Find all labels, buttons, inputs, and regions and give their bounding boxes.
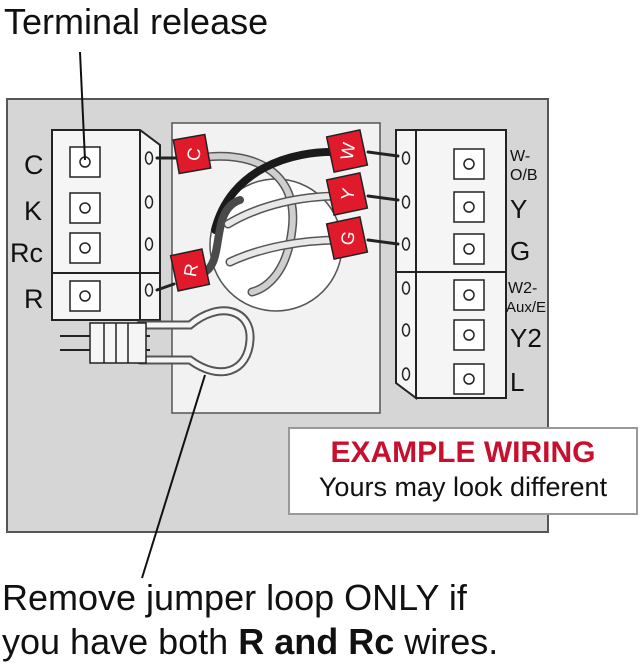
- terminal-screw-l[interactable]: [453, 363, 485, 395]
- terminal-label-k: K: [24, 196, 42, 226]
- terminal-label-ob: O/B: [510, 167, 538, 184]
- example-wiring-subtitle: Yours may look different: [318, 472, 608, 502]
- jumper-instruction-line2: you have both R and Rc wires.: [2, 620, 498, 664]
- wire-tag-r: R: [169, 248, 211, 292]
- terminal-label-r: R: [24, 284, 44, 314]
- jumper-instruction-line1: Remove jumper loop ONLY if: [2, 577, 467, 618]
- wire-tag-w: W: [325, 128, 369, 174]
- terminal-screw-y[interactable]: [453, 191, 485, 223]
- terminal-screw-k[interactable]: [69, 192, 101, 224]
- wire-r: [201, 196, 244, 276]
- left-terminal-block: [51, 129, 161, 321]
- wires: [155, 147, 400, 297]
- right-terminal-block: [395, 129, 507, 400]
- jumper-instruction-bold: R and Rc: [238, 621, 395, 662]
- wire-tag-g: G: [325, 215, 369, 261]
- terminal-label-w2: W2-: [508, 280, 537, 297]
- wire-tag-y-label: Y: [337, 187, 359, 202]
- jumper-leader: [141, 374, 206, 579]
- jumper-instruction-post: wires.: [394, 621, 499, 662]
- wire-c-core: [197, 153, 296, 295]
- terminal-screw-g[interactable]: [453, 233, 485, 265]
- wire-tag-r-label: R: [180, 262, 202, 278]
- wire-tag-c: C: [172, 133, 212, 175]
- jumper-instruction-pre: you have both: [2, 621, 239, 662]
- terminal-label-aux-e: Aux/E: [506, 299, 546, 316]
- terminal-screw-w2-aux[interactable]: [453, 279, 485, 311]
- terminal-label-g: G: [510, 236, 530, 266]
- terminal-label-l: L: [510, 367, 524, 397]
- terminal-label-rc: Rc: [10, 238, 43, 268]
- terminal-screw-y2[interactable]: [453, 319, 485, 351]
- wire-tag-c-label: C: [183, 146, 205, 162]
- wire-tag-w-label: W: [337, 141, 360, 161]
- wire-tag-g-label: G: [337, 230, 359, 247]
- terminal-screw-r[interactable]: [69, 280, 101, 312]
- wire-y-core: [225, 193, 343, 227]
- jumper-instructions: Remove jumper loop ONLY if you have both…: [2, 576, 498, 664]
- example-wiring-box: EXAMPLE WIRING Yours may look different: [288, 427, 638, 515]
- terminal-release-leader: [79, 51, 86, 161]
- terminal-label-y2: Y2: [510, 323, 542, 353]
- terminal-screw-rc[interactable]: [69, 232, 101, 264]
- wire-g-core: [227, 237, 343, 265]
- terminal-label-y: Y: [510, 194, 527, 224]
- wire-tag-y: Y: [325, 171, 369, 217]
- jumper-loop[interactable]: [60, 306, 255, 377]
- terminal-release-label: Terminal release: [4, 1, 269, 42]
- terminal-label-w: W-: [510, 148, 530, 165]
- terminal-label-c: C: [24, 150, 44, 180]
- example-wiring-title: EXAMPLE WIRING: [330, 436, 596, 469]
- terminal-screw-w-ob[interactable]: [453, 148, 485, 180]
